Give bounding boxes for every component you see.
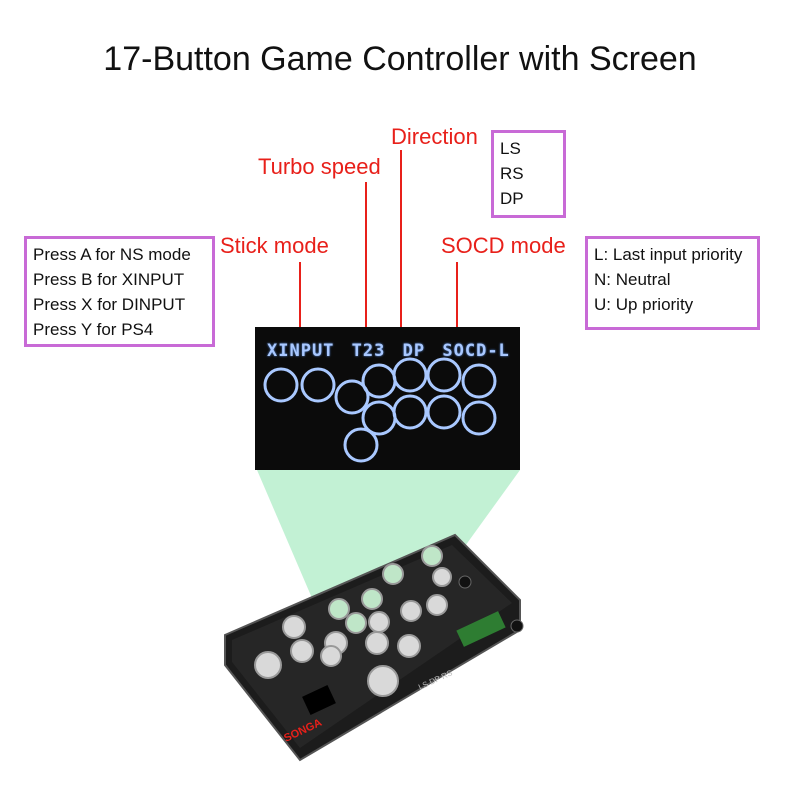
screen-mode: XINPUT (267, 341, 335, 361)
device-button (365, 631, 389, 655)
page-title: 17-Button Game Controller with Screen (103, 40, 697, 78)
screen-button-circle (300, 367, 336, 403)
screen-button-layout (263, 357, 497, 463)
screen-button-circle (361, 363, 397, 399)
screen-socd: SOCD-L (442, 341, 510, 361)
device-button (368, 611, 390, 633)
direction-option: RS (500, 164, 524, 183)
oled-screen-closeup: XINPUT T23 DP SOCD-L (255, 327, 520, 470)
stick-option: Press X for DINPUT (33, 295, 186, 314)
screen-button-circle (334, 379, 370, 415)
socd-option: L: Last input priority (594, 245, 743, 264)
device-button (510, 619, 524, 633)
stick-option: Press Y for PS4 (33, 320, 154, 339)
socd-option: U: Up priority (594, 295, 694, 314)
device-button (400, 600, 422, 622)
screen-button-circle (263, 367, 299, 403)
device-button (426, 594, 448, 616)
stick-option: Press B for XINPUT (33, 270, 185, 289)
controller-device: SONGA LS DP RS (224, 533, 524, 762)
stick-option: Press A for NS mode (33, 245, 191, 264)
device-switch (456, 611, 506, 647)
screen-button-circle (461, 400, 497, 436)
device-button (361, 588, 383, 610)
direction-label: Direction (391, 124, 478, 149)
screen-button-circle (392, 357, 428, 393)
device-button (397, 634, 421, 658)
socd-option: N: Neutral (594, 270, 671, 289)
turbo-speed-label: Turbo speed (258, 154, 381, 179)
screen-direction: DP (402, 341, 426, 361)
screen-button-circle (426, 394, 462, 430)
screen-turbo: T23 (351, 341, 386, 361)
socd-options-box: L: Last input priority N: Neutral U: Up … (585, 236, 760, 330)
device-button (320, 645, 342, 667)
device-button (432, 567, 452, 587)
screen-button-circle (392, 394, 428, 430)
device-button (290, 639, 314, 663)
socd-mode-label: SOCD mode (441, 233, 566, 258)
screen-button-circle (343, 427, 379, 463)
device-button (382, 563, 404, 585)
stick-mode-options-box: Press A for NS mode Press B for XINPUT P… (24, 236, 215, 347)
direction-option: LS (500, 139, 521, 158)
direction-option: DP (500, 189, 524, 208)
device-button (421, 545, 443, 567)
screen-button-circle (461, 363, 497, 399)
device-button (458, 575, 472, 589)
device-oled-screen (302, 685, 336, 715)
screen-button-circle (426, 357, 462, 393)
leader-lines (299, 150, 458, 336)
stick-mode-label: Stick mode (220, 233, 329, 258)
device-button (254, 651, 282, 679)
device-button (282, 615, 306, 639)
screen-status-line: XINPUT T23 DP SOCD-L (267, 341, 510, 361)
device-button (367, 665, 399, 697)
device-button (345, 612, 367, 634)
device-button (328, 598, 350, 620)
direction-options-box: LS RS DP (491, 130, 566, 218)
